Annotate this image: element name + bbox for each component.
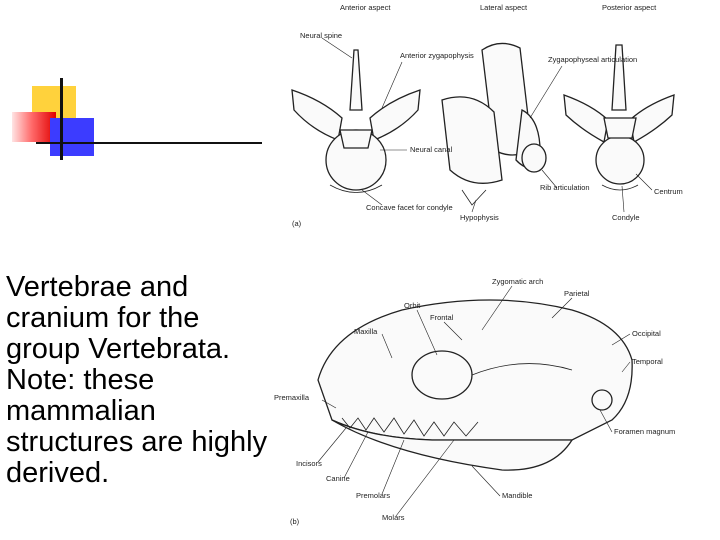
label-foramen-magnum: Foramen magnum — [614, 427, 675, 436]
panel-a-leader-lines — [321, 37, 653, 213]
skull-drawing — [317, 299, 633, 471]
label-mandible: Mandible — [502, 491, 532, 500]
label-lateral-aspect: Lateral aspect — [480, 3, 528, 12]
label-premaxilla: Premaxilla — [274, 393, 310, 402]
label-condyle: Condyle — [612, 213, 640, 222]
label-canine: Canine — [326, 474, 350, 483]
label-neural-spine: Neural spine — [300, 31, 342, 40]
label-centrum: Centrum — [654, 187, 683, 196]
label-molars: Molars — [382, 513, 405, 522]
slide-caption: Vertebrae and cranium for the group Vert… — [6, 271, 268, 489]
label-neural-canal: Neural canal — [410, 145, 452, 154]
anterior-vertebra-drawing — [291, 49, 421, 193]
decor-vertical-line — [60, 78, 63, 160]
label-maxilla: Maxilla — [354, 327, 378, 336]
label-frontal: Frontal — [430, 313, 454, 322]
label-rib-articulation: Rib articulation — [540, 183, 590, 192]
label-zygapophyseal-articulation: Zygapophyseal articulation — [548, 55, 637, 64]
anatomy-figure: Anterior aspect Lateral aspect Posterior… — [274, 3, 683, 526]
decor-horizontal-line — [36, 142, 262, 144]
label-anterior-aspect: Anterior aspect — [340, 3, 391, 12]
label-temporal: Temporal — [632, 357, 663, 366]
label-zygomatic-arch: Zygomatic arch — [492, 277, 543, 286]
panel-b-leader-lines — [317, 285, 631, 517]
label-anterior-zygapophysis: Anterior zygapophysis — [400, 51, 474, 60]
panel-a-label: (a) — [292, 219, 302, 228]
label-parietal: Parietal — [564, 289, 590, 298]
label-occipital: Occipital — [632, 329, 661, 338]
decor-red-gradient-bar — [12, 112, 56, 142]
label-orbit: Orbit — [404, 301, 421, 310]
panel-b-label: (b) — [290, 517, 300, 526]
lateral-vertebra-drawing — [441, 42, 547, 206]
label-incisors: Incisors — [296, 459, 322, 468]
label-hypophysis: Hypophysis — [460, 213, 499, 222]
panel-b-labels: Zygomatic arch Parietal Orbit Frontal Ma… — [274, 277, 675, 526]
decor-blue-square — [50, 118, 94, 156]
posterior-vertebra-drawing — [563, 44, 675, 191]
panel-a-labels: Anterior aspect Lateral aspect Posterior… — [292, 3, 683, 228]
label-posterior-aspect: Posterior aspect — [602, 3, 657, 12]
label-concave-facet: Concave facet for condyle — [366, 203, 453, 212]
label-premolars: Premolars — [356, 491, 390, 500]
